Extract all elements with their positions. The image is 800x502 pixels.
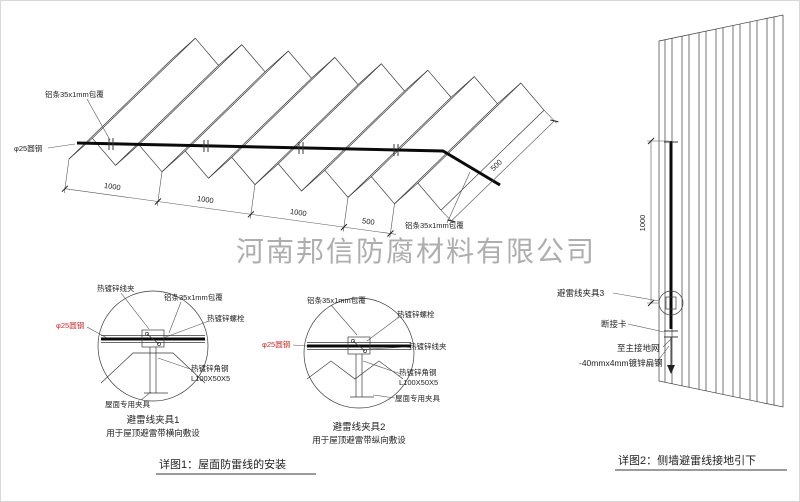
dim-1000-a: 1000 bbox=[103, 181, 121, 192]
dim-500-side: 500 bbox=[489, 158, 504, 173]
captions: 详图1：屋面防雷线的安装 详图2：侧墙避雷线接地引下 bbox=[156, 453, 787, 475]
detail2-label-roof-clamp: 屋面专用夹具 bbox=[395, 393, 440, 403]
wall-leaders bbox=[612, 292, 672, 363]
roof-ridge-lines bbox=[92, 37, 522, 184]
detail2-bolt-b bbox=[363, 349, 367, 353]
roof-bottom-dimension: 1000 1000 1000 500 bbox=[61, 158, 397, 238]
detail1-wire-wrap bbox=[101, 335, 205, 343]
wall-drawing: 1000 避雷线夹具3 断接卡 至主接地网 -40mmx4mm镀锌扁钢 bbox=[557, 14, 784, 408]
detail1-label-angle-steel-1: 热镀锌角钢 bbox=[191, 363, 229, 373]
wall-outline bbox=[658, 14, 784, 408]
detail2-label-alu-strip: 铝条35x1mm包覆 bbox=[307, 295, 366, 305]
detail1-leaders bbox=[86, 292, 210, 401]
detail1-bolt-a bbox=[145, 332, 149, 336]
label-alu-strip-top: 铝条35x1mm包覆 bbox=[45, 89, 104, 99]
detail2-leaders bbox=[292, 304, 408, 399]
dim-500-bottom: 500 bbox=[362, 216, 376, 227]
detail2-label-angle-steel-1: 热镀锌角钢 bbox=[399, 367, 437, 377]
caption-detail2: 详图2：侧墙避雷线接地引下 bbox=[618, 453, 756, 467]
label-round-steel-roof: φ25圆钢 bbox=[14, 143, 42, 153]
detail2-bolt-line bbox=[352, 340, 366, 352]
detail1-label-roof-clamp: 屋面专用夹具 bbox=[105, 399, 150, 409]
roof-isometric-drawing: 1000 1000 1000 500 500 铝条35x1mm包覆 φ25圆钢 … bbox=[14, 37, 559, 238]
dim-ticks bbox=[61, 185, 394, 237]
wall-label-flat-steel: -40mmx4mm镀锌扁钢 bbox=[579, 358, 663, 368]
wall-label-to-ground: 至主接地网 bbox=[617, 343, 660, 353]
detail2-title: 避雷线夹具2 bbox=[333, 421, 386, 433]
detail1-label-alu-strip: 铝条35x1mm包覆 bbox=[164, 292, 223, 302]
dim-line bbox=[64, 188, 397, 235]
disconnect-card-symbol bbox=[664, 330, 678, 338]
dim-1000-c: 1000 bbox=[289, 207, 307, 218]
dim-extension-lines bbox=[64, 158, 395, 238]
detail1-label-bolt: 热镀锌螺栓 bbox=[207, 313, 245, 323]
roof-back-corrugation bbox=[171, 37, 545, 111]
detail1-roof-profile bbox=[100, 352, 206, 384]
detail2-circle bbox=[303, 297, 415, 409]
detail-circle-2: 铝条35x1mm包覆 热镀锌螺栓 φ25圆钢 热镀锌线夹 热镀锌角钢 L100X… bbox=[262, 295, 447, 445]
detail2-wire-wrap bbox=[307, 342, 411, 350]
wall-corrugation-lines bbox=[664, 16, 775, 406]
detail1-label-wire-clamp: 热镀锌线夹 bbox=[97, 283, 135, 293]
roof-side-dimension: 500 bbox=[440, 109, 559, 224]
ground-arrow-head bbox=[667, 365, 675, 374]
leader-round-steel bbox=[47, 143, 76, 149]
wall-label-clamp3: 避雷线夹具3 bbox=[557, 288, 605, 298]
company-watermark: 河南邦信防腐材料有限公司 bbox=[236, 236, 596, 267]
detail2-label-angle-steel-2: L100X50X5 bbox=[399, 378, 438, 387]
detail2-roof-profile bbox=[306, 360, 404, 380]
detail2-clamp bbox=[347, 336, 371, 355]
leader-alu-strip-right bbox=[446, 171, 471, 224]
detail2-label-round-steel: φ25圆钢 bbox=[262, 339, 290, 349]
detail1-bolt-line bbox=[146, 333, 160, 345]
detail2-label-bolt: 热镀锌螺栓 bbox=[397, 309, 435, 319]
wall-dim-extensions bbox=[647, 140, 669, 304]
lightning-wire bbox=[76, 141, 501, 187]
detail1-subtitle: 用于屋顶避雷带横向敷设 bbox=[106, 428, 200, 438]
caption-detail1: 详图1：屋面防雷线的安装 bbox=[159, 457, 286, 471]
wall-clamp3-symbol bbox=[665, 296, 677, 310]
detail2-angle-steel bbox=[350, 354, 374, 398]
wall-dim-1000: 1000 bbox=[638, 215, 647, 232]
detail1-clamp bbox=[141, 329, 165, 348]
detail1-label-angle-steel-2: L100X50X5 bbox=[191, 374, 230, 383]
wall-dimension-1000: 1000 bbox=[638, 137, 669, 307]
detail1-title: 避雷线夹具1 bbox=[127, 414, 180, 426]
detail-circle-1: 热镀锌线夹 铝条35x1mm包覆 热镀锌螺栓 φ25圆钢 热镀锌角钢 L100X… bbox=[56, 283, 245, 438]
detail2-bolt-a bbox=[351, 339, 355, 343]
dim-1000-b: 1000 bbox=[196, 194, 214, 205]
wire-clamp-marks bbox=[108, 138, 399, 156]
side-dim-ticks bbox=[447, 119, 559, 223]
detail2-label-wire-clamp: 热镀锌线夹 bbox=[409, 341, 447, 351]
label-alu-strip-right: 铝条35x1mm包覆 bbox=[405, 220, 464, 230]
wall-label-disconnect: 断接卡 bbox=[601, 319, 627, 329]
detail1-label-round-steel: φ25圆钢 bbox=[56, 320, 84, 330]
detail2-subtitle: 用于屋顶避雷带纵向敷设 bbox=[312, 435, 406, 445]
detail1-bolt-b bbox=[157, 342, 161, 346]
detail1-angle-steel bbox=[144, 347, 168, 394]
wall-dim-ticks bbox=[647, 137, 655, 307]
detail1-circle bbox=[97, 290, 209, 402]
leader-alu-strip-top bbox=[86, 98, 111, 141]
roof-valley-lines bbox=[68, 58, 545, 211]
side-dim-line bbox=[451, 120, 555, 222]
